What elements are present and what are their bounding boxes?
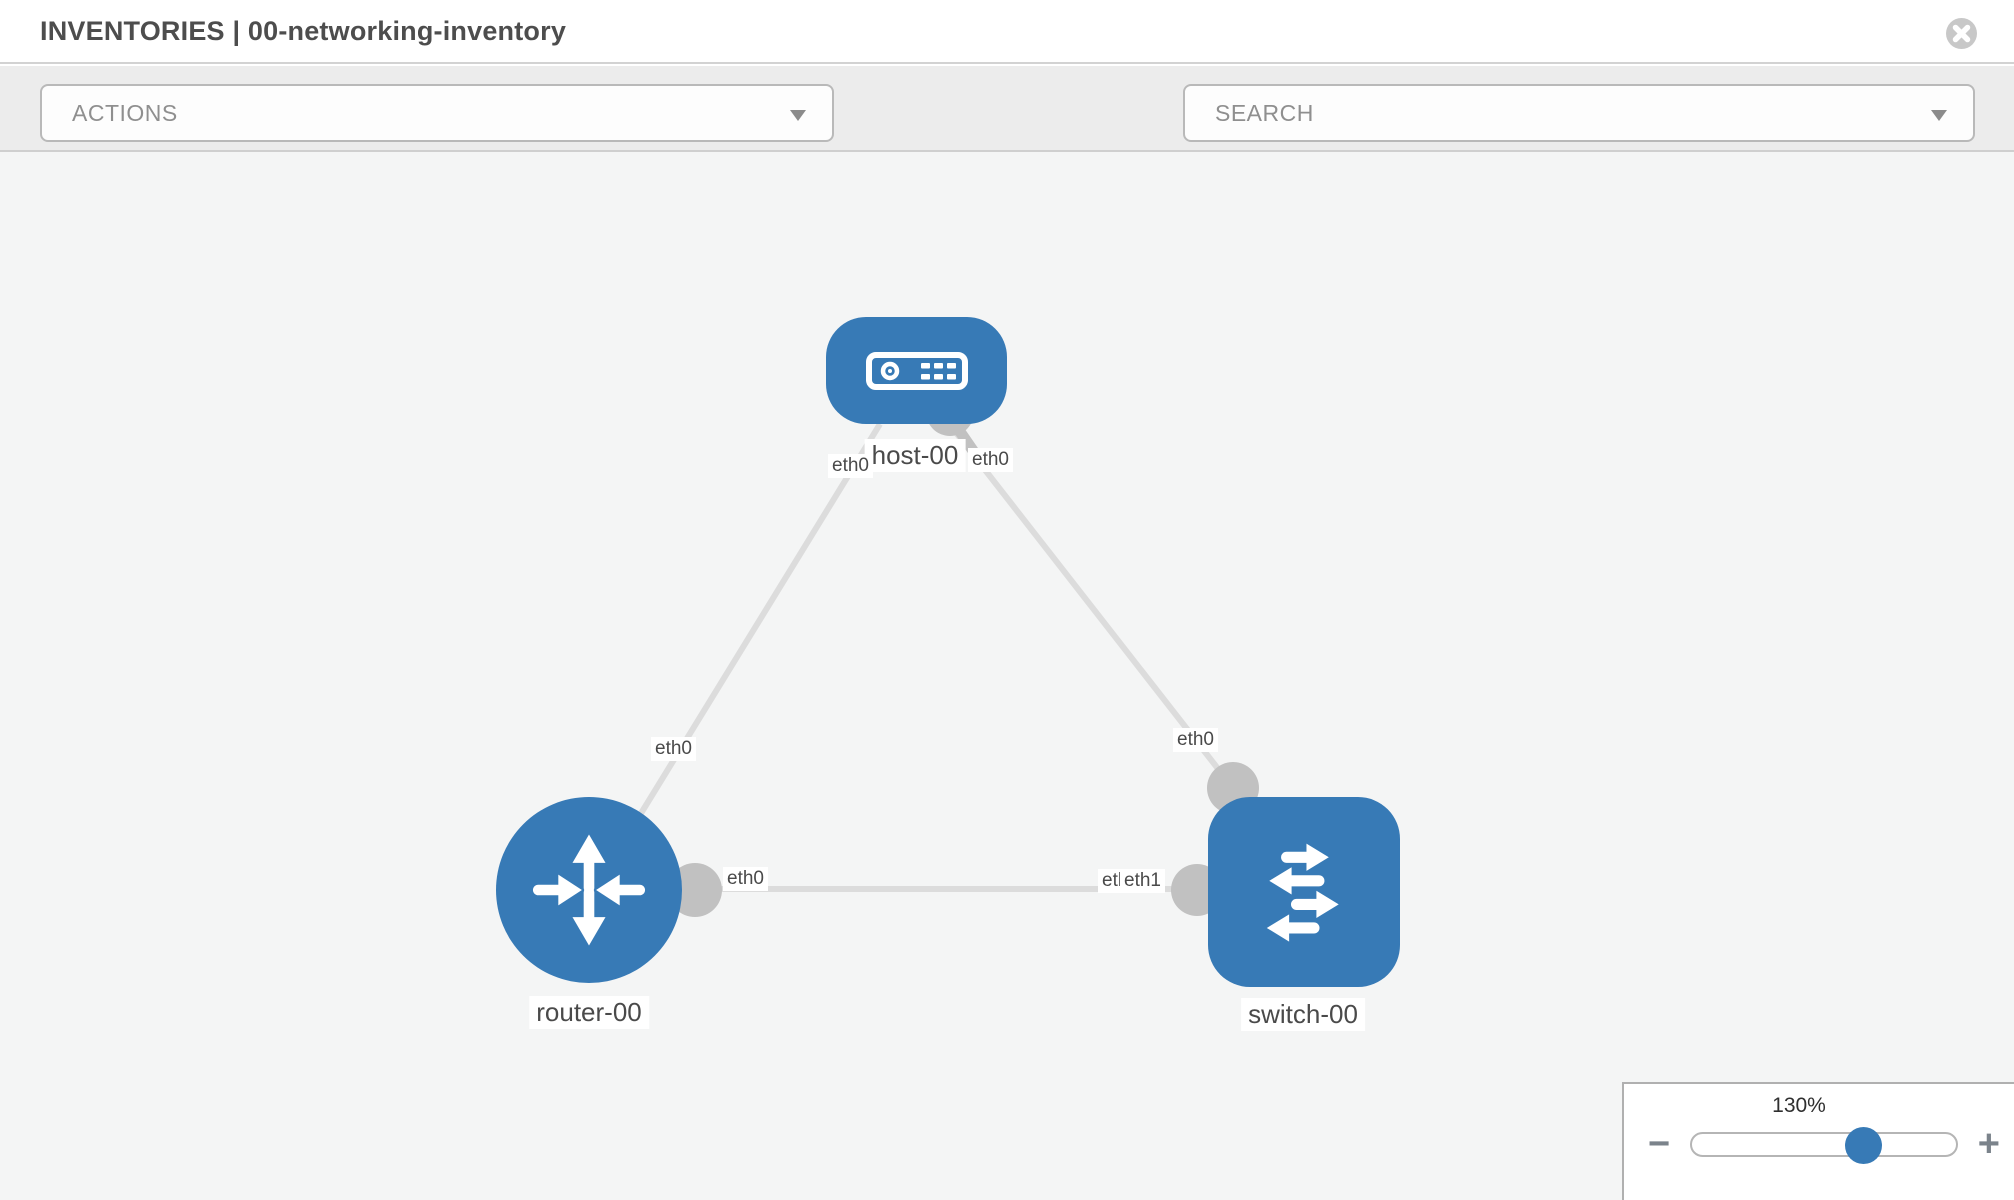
port-label: eth0 <box>723 867 768 891</box>
interface-connector-tail <box>946 414 980 458</box>
link-host-switch <box>947 423 1236 790</box>
search-dropdown[interactable]: SEARCH <box>1183 84 1975 142</box>
port-label: eth1 <box>1120 869 1165 893</box>
actions-label: ACTIONS <box>72 99 178 126</box>
topology-canvas[interactable]: host-00 router-00 switch-00 eth0 eth0 et… <box>0 152 2014 1200</box>
zoom-value: 130% <box>1772 1094 1826 1117</box>
page-title: INVENTORIES | 00-networking-inventory <box>40 15 567 46</box>
chevron-down-icon <box>1931 110 1947 121</box>
node-host-00[interactable] <box>826 317 1007 424</box>
zoom-slider-thumb[interactable] <box>1845 1127 1883 1164</box>
close-button[interactable] <box>1945 17 1978 50</box>
port-label: eth0 <box>1173 728 1218 752</box>
search-placeholder: SEARCH <box>1215 99 1314 126</box>
zoom-in-button[interactable]: + <box>1977 1123 2000 1165</box>
actions-dropdown[interactable]: ACTIONS <box>40 84 834 142</box>
node-router-00[interactable] <box>496 797 682 983</box>
host-icon <box>865 351 968 390</box>
chevron-down-icon <box>790 110 806 121</box>
toolbar: ACTIONS SEARCH <box>0 66 2014 212</box>
port-label: eth0 <box>651 737 696 761</box>
zoom-panel: 130% − + <box>1622 1082 2014 1200</box>
zoom-slider-track[interactable] <box>1690 1127 1958 1164</box>
node-switch-00[interactable] <box>1208 797 1400 987</box>
port-label: eth0 <box>968 448 1013 472</box>
interface-connector <box>668 863 722 917</box>
node-label: switch-00 <box>1241 998 1365 1031</box>
close-icon <box>1946 18 1977 49</box>
port-label: eth0 <box>828 454 873 478</box>
links-layer <box>637 388 1259 917</box>
header-bar: INVENTORIES | 00-networking-inventory <box>0 0 2014 64</box>
node-label: router-00 <box>529 996 649 1029</box>
node-label: host-00 <box>864 439 966 472</box>
router-icon <box>532 834 646 946</box>
zoom-out-button[interactable]: − <box>1648 1123 1671 1165</box>
switch-icon <box>1266 843 1339 942</box>
